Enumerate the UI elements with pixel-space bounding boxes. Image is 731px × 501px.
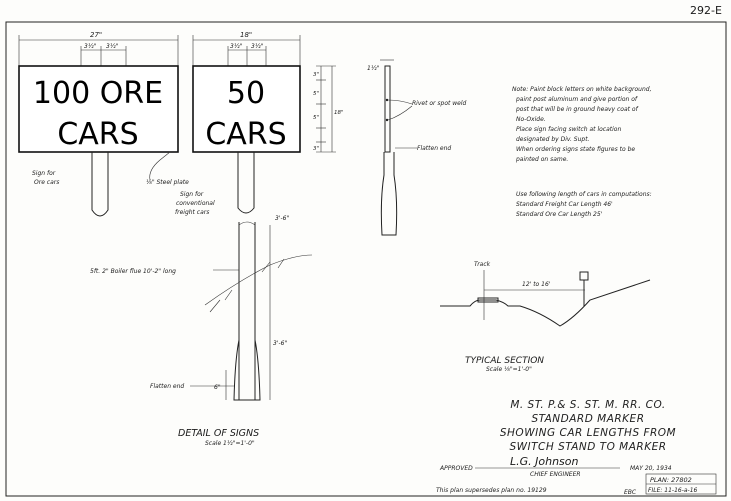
note-line-8: painted on same. <box>515 156 568 163</box>
notes-block: Note: Paint block letters on white backg… <box>512 86 652 218</box>
conventional-sign-line2: CARS <box>205 117 286 152</box>
title-line-3: SHOWING CAR LENGTHS FROM <box>500 427 676 439</box>
ore-sign-line2: CARS <box>57 117 138 152</box>
file-number: FILE: 11-16-a-16 <box>648 487 698 494</box>
note-line-4: No-Oxide. <box>516 116 546 123</box>
ore-spacing-right: 3½" <box>106 43 119 50</box>
steel-plate-label: ⅛" Steel plate <box>146 179 189 186</box>
rivet-label: Rivet or spot weld <box>412 100 467 107</box>
ore-sign-caption-1: Sign for <box>32 170 56 177</box>
conventional-sign-group: 18" 3½" 3½" 50 CARS Sign for conventiona… <box>175 31 301 216</box>
conventional-sign-line1: 50 <box>227 76 265 111</box>
vdim-3: 18" <box>334 110 344 116</box>
vdim-5: 3" <box>313 146 319 152</box>
ore-sign-line1: 100 ORE <box>33 76 163 111</box>
computation-line-1: Use following length of cars in computat… <box>516 191 652 198</box>
detail-scale: Scale 1½"=1'-0" <box>205 440 255 447</box>
track-label: Track <box>474 261 491 268</box>
vdim-2: 5" <box>313 91 319 97</box>
plan-number: PLAN: 27802 <box>650 476 692 484</box>
typical-section: Track 12' to 16' TYPICAL SECTION Scale ⅛… <box>440 261 651 373</box>
conventional-sign-caption-1: Sign for <box>180 191 204 198</box>
title-line-2: STANDARD MARKER <box>532 413 645 425</box>
ore-spacing-left: 3½" <box>84 43 97 50</box>
side-view: 1½" Rivet or spot weld Flatten end <box>367 59 467 236</box>
approved-label: APPROVED <box>439 465 473 472</box>
chief-engineer: CHIEF ENGINEER <box>530 471 581 478</box>
note-line-5: Place sign facing switch at location <box>516 126 621 133</box>
title-line-1: M. ST. P.& S. ST. M. RR. CO. <box>510 399 665 411</box>
note-line-2: paint post aluminum and give portion of <box>515 96 638 103</box>
post-dim-lower: 3'-6" <box>273 340 287 347</box>
drafter-initials: EBC <box>624 489 637 496</box>
ore-sign-caption-2: Ore cars <box>34 179 59 186</box>
vdim-1: 3" <box>313 72 319 78</box>
post-detail: 3'-6" 3'-6" 6" 5ft. 2" Boiler flue 10'-2… <box>90 215 289 401</box>
detail-title: DETAIL OF SIGNS <box>178 428 259 439</box>
conventional-spacing-left: 3½" <box>230 43 243 50</box>
section-title: TYPICAL SECTION <box>465 356 544 366</box>
section-distance: 12' to 16' <box>522 281 551 288</box>
note-line-6: designated by Div. Supt. <box>516 136 590 143</box>
side-top-dim: 1½" <box>367 65 380 72</box>
ore-sign-plate <box>18 65 179 153</box>
computation-line-2: Standard Freight Car Length 46' <box>516 201 613 208</box>
note-line-1: Note: Paint block letters on white backg… <box>512 86 652 93</box>
ore-width-dim: 27" <box>90 31 102 39</box>
vertical-dimensions: 3" 5" 18" 5" 3" <box>313 65 344 153</box>
title-line-4: SWITCH STAND TO MARKER <box>509 441 666 453</box>
post-dim-base: 6" <box>214 384 221 391</box>
post-dim-upper: 3'-6" <box>275 215 289 222</box>
supersedes-note: This plan supersedes plan no. 19129 <box>436 487 547 494</box>
conventional-sign-caption-2: conventional <box>176 200 215 207</box>
post-label: 5ft. 2" Boiler flue 10'-2" long <box>90 268 176 275</box>
ore-sign-group: 27" 3½" 3½" 100 ORE CARS Sign for Ore ca… <box>18 31 179 217</box>
title-block: M. ST. P.& S. ST. M. RR. CO. STANDARD MA… <box>436 399 717 496</box>
ground-line <box>204 254 313 306</box>
computation-line-3: Standard Ore Car Length 25' <box>516 211 603 218</box>
sheet-border <box>5 21 727 497</box>
note-line-3: post that will be in ground heavy coat o… <box>515 106 639 113</box>
conventional-spacing-right: 3½" <box>251 43 264 50</box>
section-scale: Scale ⅛"=1'-0" <box>486 366 532 373</box>
conventional-sign-caption-3: freight cars <box>175 209 209 216</box>
sheet-number: 292-E <box>690 4 722 17</box>
flatten-end-left: Flatten end <box>150 383 184 390</box>
conventional-width-dim: 18" <box>240 31 252 39</box>
vdim-4: 5" <box>313 115 319 121</box>
side-flatten-label: Flatten end <box>417 145 451 152</box>
conventional-sign-plate <box>192 65 301 153</box>
note-line-7: When ordering signs state figures to be <box>516 146 635 153</box>
signature: L.G. Johnson <box>510 455 579 468</box>
approval-date: MAY 20, 1934 <box>630 465 672 472</box>
